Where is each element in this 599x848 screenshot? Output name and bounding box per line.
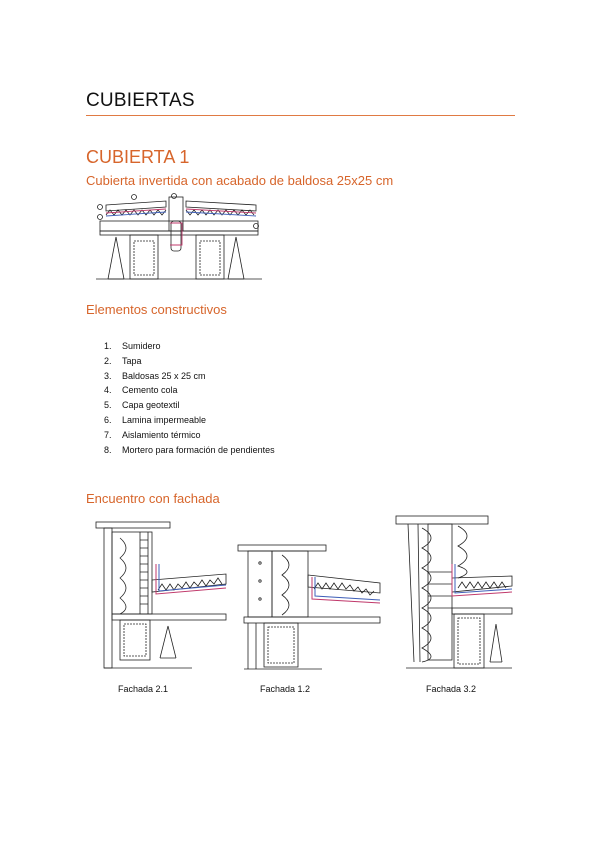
facade-title: Encuentro con fachada — [86, 491, 220, 506]
list-item: 3.Baldosas 25 x 25 cm — [104, 370, 206, 381]
section-subtitle: Cubierta invertida con acabado de baldos… — [86, 173, 394, 188]
elements-title: Elementos constructivos — [86, 302, 227, 317]
facade-2-1-drawing — [95, 521, 227, 669]
page-title: CUBIERTAS — [86, 90, 195, 111]
facade-3-2-drawing — [395, 515, 513, 669]
roof-section-drawing — [96, 193, 262, 280]
list-item: 2.Tapa — [104, 355, 142, 366]
caption-fachada-3-2: Fachada 3.2 — [425, 684, 477, 694]
section-title: CUBIERTA 1 — [86, 147, 190, 167]
list-item: 6.Lamina impermeable — [104, 414, 207, 425]
list-item: 8.Mortero para formación de pendientes — [104, 444, 275, 455]
facade-1-2-drawing — [237, 544, 381, 670]
caption-fachada-1-2: Fachada 1.2 — [259, 684, 311, 694]
elements-list: 1.Sumidero 2.Tapa 3.Baldosas 25 x 25 cm … — [104, 339, 275, 457]
list-item: 7.Aislamiento térmico — [104, 429, 201, 440]
list-item: 5.Capa geotextil — [104, 400, 180, 411]
caption-fachada-2-1: Fachada 2.1 — [117, 684, 169, 694]
title-divider — [86, 115, 515, 116]
list-item: 4.Cemento cola — [104, 385, 178, 396]
list-item: 1.Sumidero — [104, 341, 161, 351]
